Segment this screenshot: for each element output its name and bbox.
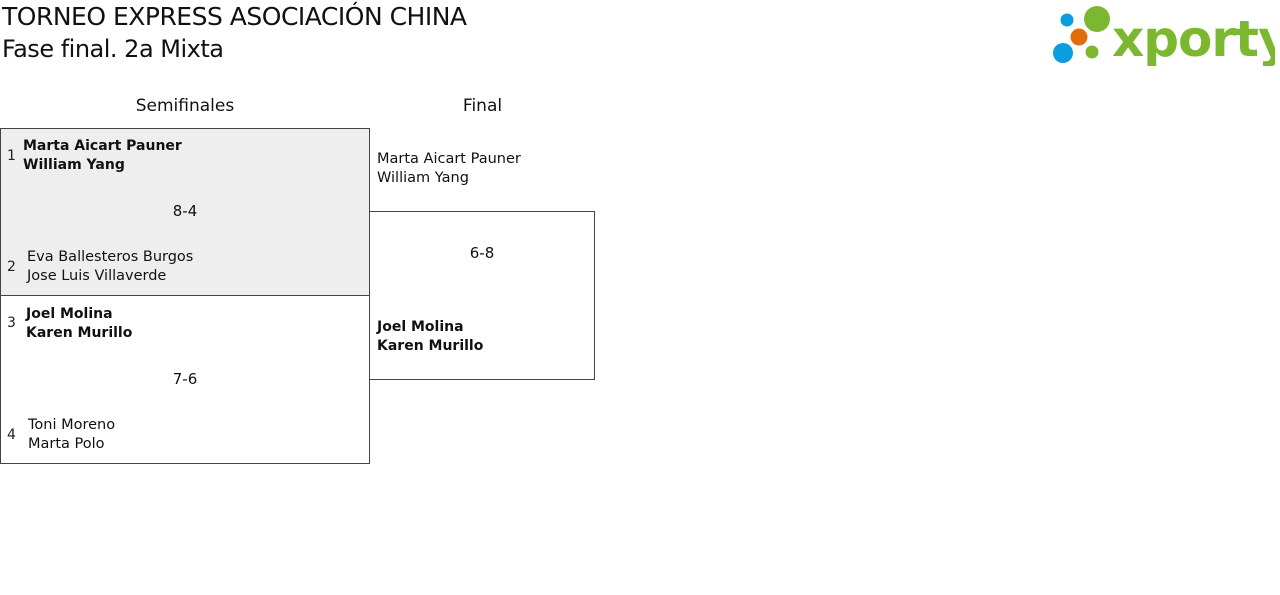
final-match[interactable] [369, 211, 595, 380]
final-score: 6-8 [469, 244, 495, 262]
svg-text:xporty: xporty [1112, 10, 1275, 66]
seed-number: 1 [7, 148, 16, 164]
seed-number: 2 [7, 259, 16, 275]
round-header-semis: Semifinales [135, 96, 235, 116]
phase-subtitle: Fase final. 2a Mixta [2, 35, 224, 63]
match-score: 7-6 [172, 370, 198, 388]
seed-number: 3 [7, 315, 16, 331]
match-score: 8-4 [172, 202, 198, 220]
seed-number: 4 [7, 427, 16, 443]
semifinal-match-1[interactable] [0, 128, 370, 296]
round-header-final: Final [462, 96, 503, 116]
xporty-logo[interactable]: xporty [1050, 4, 1280, 68]
tournament-title: TORNEO EXPRESS ASOCIACIÓN CHINA [2, 2, 467, 31]
